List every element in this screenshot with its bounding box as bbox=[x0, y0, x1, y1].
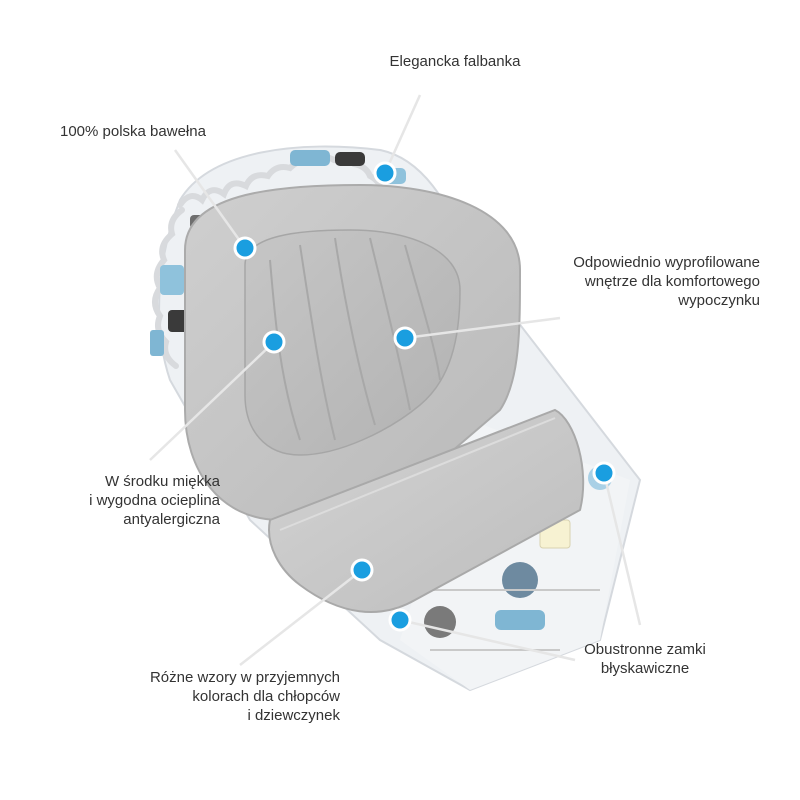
leader-lines bbox=[149, 94, 642, 666]
callout-text: Elegancka falbanka bbox=[389, 53, 521, 70]
callout-label-cotton: 100% polska bawełna bbox=[60, 122, 260, 141]
callout-text: i dziewczynek bbox=[247, 707, 340, 724]
callout-dots bbox=[233, 161, 616, 632]
callout-label-insulation: W środku miękka i wygodna ocieplina anty… bbox=[40, 472, 220, 529]
callout-label-frill: Elegancka falbanka bbox=[350, 52, 560, 71]
callout-dot-patterns bbox=[350, 558, 374, 582]
callout-text: kolorach dla chłopców bbox=[192, 688, 340, 705]
callout-text: wnętrze dla komfortowego bbox=[584, 273, 760, 290]
callout-text: błyskawiczne bbox=[600, 660, 690, 677]
nest-flap bbox=[268, 408, 585, 613]
nest-inner-quilted bbox=[244, 229, 461, 456]
callout-dot-frill bbox=[373, 161, 397, 185]
callout-text: i wygodna ocieplina bbox=[89, 492, 220, 509]
callout-text: Różne wzory w przyjemnych bbox=[149, 669, 340, 686]
callout-label-zippers: Obustronne zamki błyskawiczne bbox=[560, 640, 730, 678]
callout-dot-patterns-2 bbox=[388, 608, 412, 632]
callout-dot-insulation bbox=[262, 330, 286, 354]
callout-dot-profiled bbox=[393, 326, 417, 350]
callout-text: Obustronne zamki bbox=[584, 641, 706, 658]
callout-text: wypoczynku bbox=[678, 292, 760, 309]
callout-text: 100% polska bawełna bbox=[60, 123, 206, 140]
callout-label-patterns: Różne wzory w przyjemnych kolorach dla c… bbox=[80, 668, 340, 725]
callout-dot-zippers bbox=[592, 461, 616, 485]
callout-text: antyalergiczna bbox=[123, 511, 220, 528]
callout-text: Odpowiednio wyprofilowane bbox=[573, 254, 760, 271]
callout-text: W środku miękka bbox=[104, 473, 220, 490]
callout-label-profiled: Odpowiednio wyprofilowane wnętrze dla ko… bbox=[520, 253, 760, 310]
callout-dot-cotton bbox=[233, 236, 257, 260]
